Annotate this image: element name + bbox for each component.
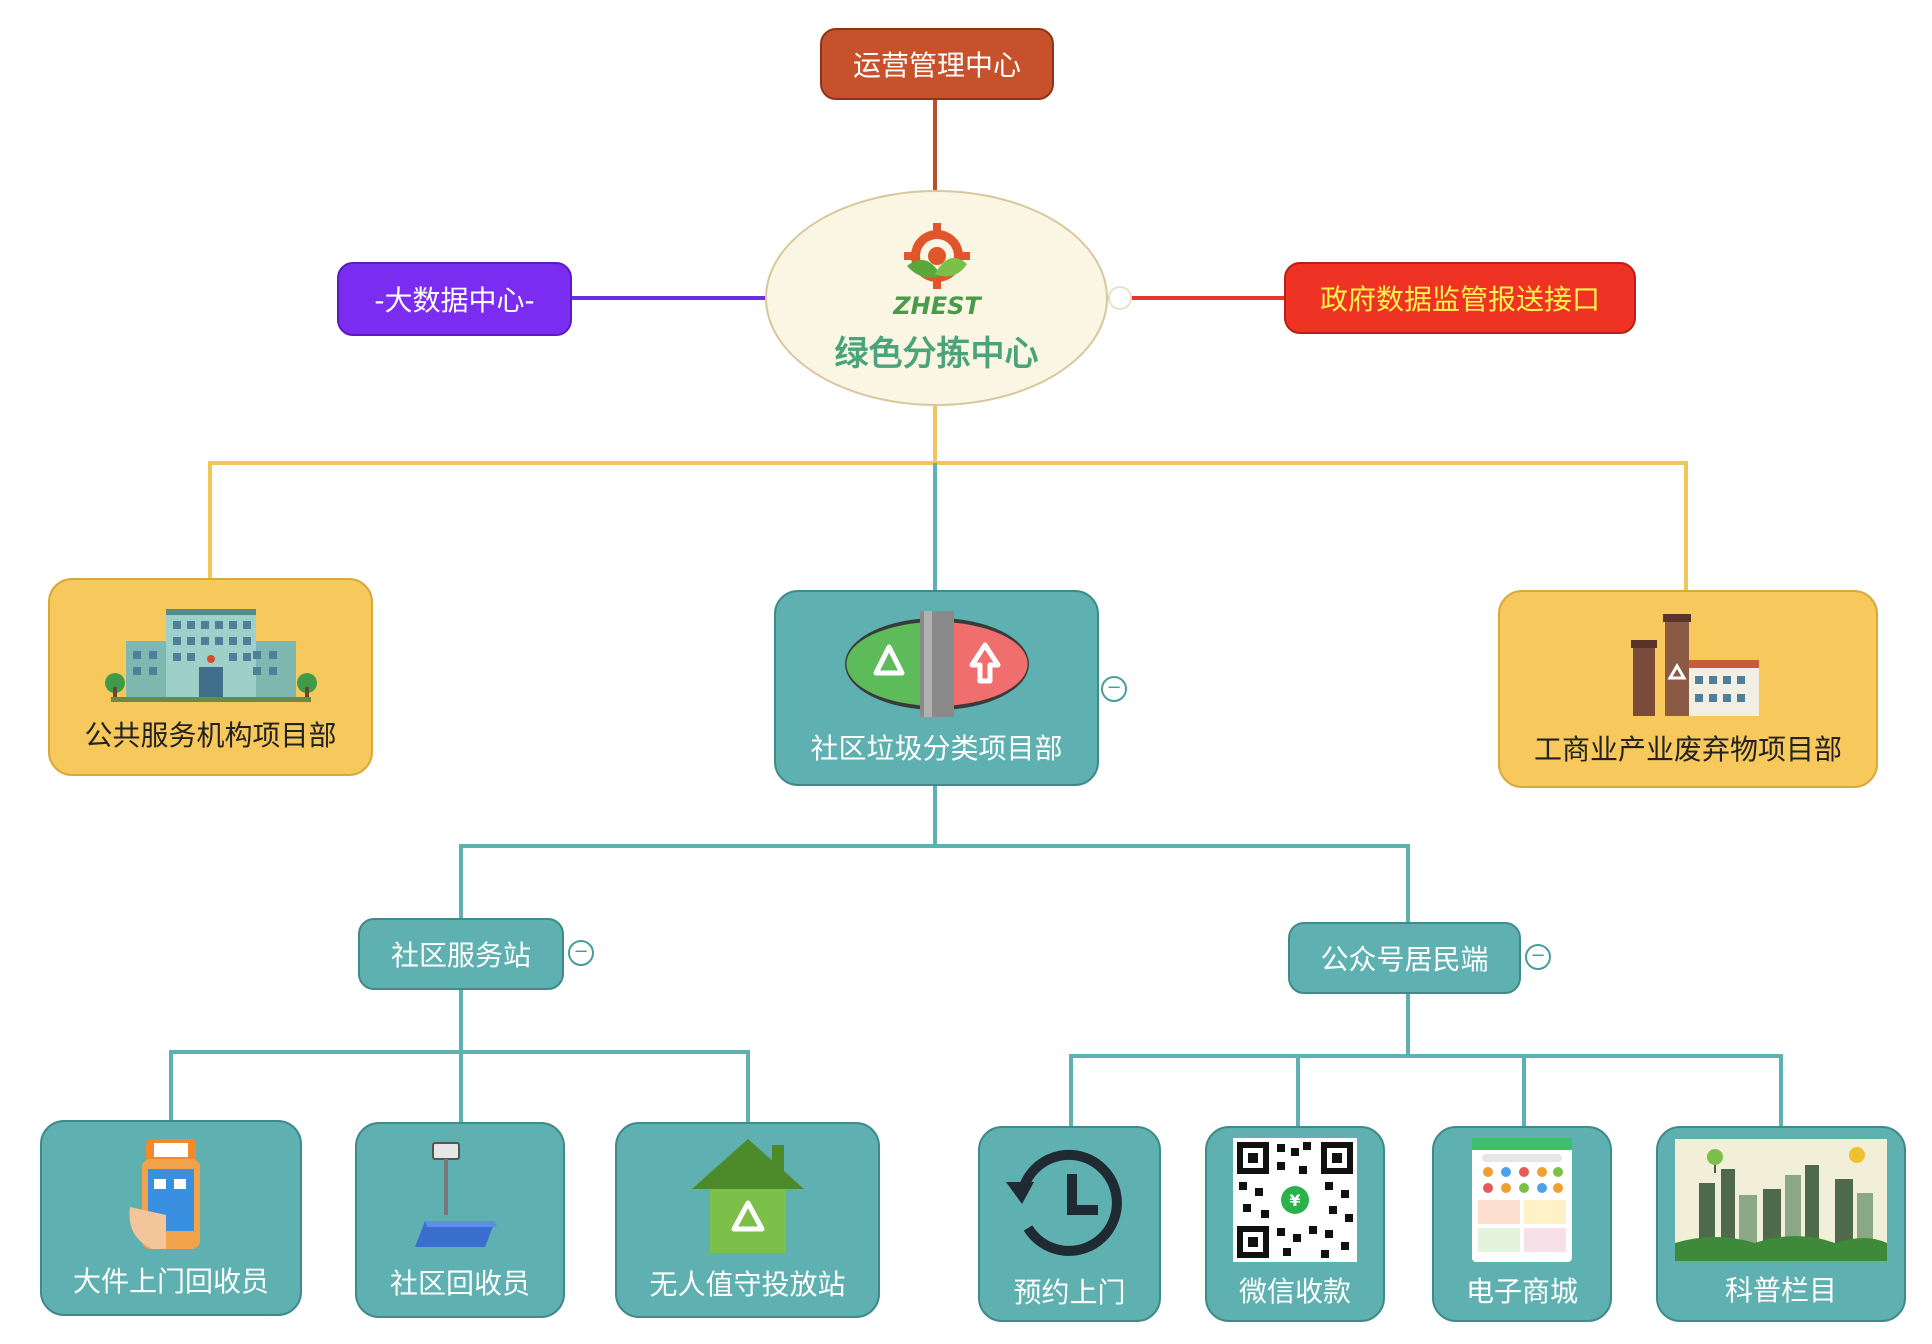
- center-right-handle[interactable]: [1108, 286, 1132, 310]
- qr-code-icon: ¥: [1233, 1138, 1357, 1262]
- bigdata-center-label: -大数据中心-: [374, 284, 535, 317]
- science-column-card[interactable]: 科普栏目: [1656, 1126, 1906, 1322]
- public-services-label: 公共服务机构项目部: [84, 718, 337, 752]
- operations-center-node[interactable]: 运营管理中心: [820, 28, 1054, 100]
- appointment-card[interactable]: 预约上门: [978, 1126, 1161, 1322]
- center-title: 绿色分拣中心: [834, 333, 1039, 374]
- bigdata-center-node[interactable]: -大数据中心-: [337, 262, 572, 336]
- wechat-payment-card[interactable]: ¥ 微信收款: [1205, 1126, 1385, 1322]
- wire-gold-branch: [208, 461, 1688, 590]
- collapse-community-icon[interactable]: −: [1101, 676, 1127, 702]
- svg-text:¥: ¥: [1289, 1191, 1300, 1210]
- science-column-label: 科普栏目: [1724, 1274, 1837, 1307]
- wechat-resident-node[interactable]: 公众号居民端: [1288, 922, 1521, 994]
- community-station-label: 社区服务站: [390, 939, 531, 972]
- community-waste-label: 社区垃圾分类项目部: [810, 732, 1063, 765]
- appointment-label: 预约上门: [1013, 1275, 1126, 1309]
- e-mall-card[interactable]: 电子商城: [1432, 1126, 1612, 1322]
- operations-center-label: 运营管理中心: [852, 49, 1021, 82]
- wire-sub-branch: [459, 844, 1410, 922]
- logo-wordmark: ZHEST: [892, 292, 982, 320]
- history-clock-icon: [1005, 1149, 1122, 1256]
- wechat-resident-label: 公众号居民端: [1320, 943, 1489, 976]
- mobile-mall-screen-icon: [1472, 1138, 1572, 1262]
- community-waste-card[interactable]: 社区垃圾分类项目部: [774, 590, 1099, 786]
- recycling-house-icon: [691, 1139, 804, 1253]
- big-item-collector-label: 大件上门回收员: [72, 1264, 269, 1298]
- green-city-icon: [1675, 1139, 1887, 1261]
- government-building-icon: [104, 608, 317, 702]
- factory-icon: [1631, 614, 1759, 716]
- government-interface-node[interactable]: 政府数据监管报送接口: [1284, 262, 1636, 334]
- collapse-wechat-icon[interactable]: −: [1525, 944, 1551, 970]
- zhest-logo-icon: ZHEST: [892, 222, 982, 320]
- unmanned-station-card[interactable]: 无人值守投放站: [615, 1122, 880, 1318]
- big-item-collector-card[interactable]: 大件上门回收员: [40, 1120, 302, 1316]
- collapse-station-icon[interactable]: −: [568, 940, 594, 966]
- e-mall-label: 电子商城: [1465, 1275, 1578, 1308]
- handheld-terminal-icon: [129, 1138, 200, 1249]
- platform-scale-icon: [415, 1141, 497, 1247]
- community-station-node[interactable]: 社区服务站: [358, 918, 564, 990]
- community-recycler-card[interactable]: 社区回收员: [355, 1122, 565, 1318]
- industrial-waste-card[interactable]: 工商业产业废弃物项目部: [1498, 590, 1878, 788]
- wire-wechat-leaves: [1069, 1054, 1783, 1126]
- industrial-waste-label: 工商业产业废弃物项目部: [1533, 733, 1842, 766]
- unmanned-station-label: 无人值守投放站: [649, 1268, 846, 1301]
- government-interface-label: 政府数据监管报送接口: [1319, 283, 1600, 316]
- wechat-payment-label: 微信收款: [1238, 1275, 1351, 1308]
- green-sorting-center-node[interactable]: ZHEST 绿色分拣中心: [765, 190, 1108, 406]
- community-recycler-label: 社区回收员: [389, 1266, 530, 1300]
- recycling-bins-icon: [844, 611, 1029, 717]
- public-services-card[interactable]: 公共服务机构项目部: [48, 578, 373, 776]
